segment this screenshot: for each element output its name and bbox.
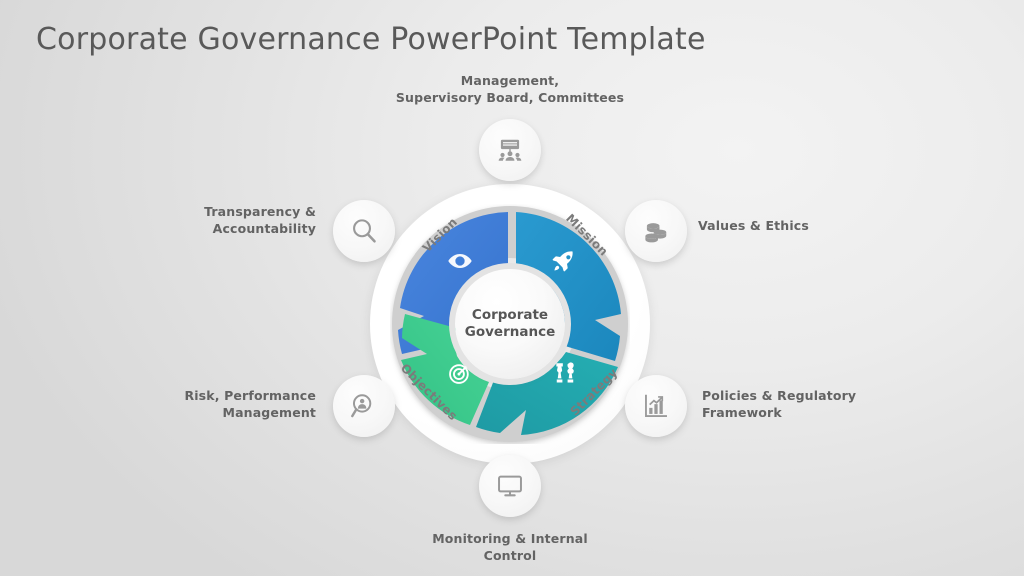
node-transparency-accountability[interactable]	[333, 200, 395, 262]
rocket-icon	[550, 248, 576, 274]
center-hub-line-1: Corporate	[471, 307, 549, 324]
target-icon	[447, 360, 473, 386]
segment-strategy-shape	[476, 352, 618, 435]
page-title: Corporate Governance PowerPoint Template	[36, 22, 706, 57]
chess-pieces-icon	[552, 360, 578, 386]
center-hub: Corporate Governance	[455, 269, 565, 379]
bar-chart-growth-icon	[642, 392, 670, 420]
node-values-ethics[interactable]	[625, 200, 687, 262]
node-label-risk-performance: Risk, Performance Management	[184, 388, 316, 420]
segment-objectives-shape	[401, 314, 489, 425]
segment-vision-shape	[398, 212, 508, 354]
center-hub-line-2: Governance	[464, 324, 556, 340]
eye-icon	[447, 248, 473, 274]
node-label-values-ethics: Values & Ethics	[698, 218, 809, 233]
segment-mission-shape	[516, 212, 621, 361]
coin-stacks-icon	[642, 217, 670, 245]
magnifier-icon	[350, 217, 378, 245]
monitor-screen-icon	[496, 472, 524, 500]
node-risk-performance[interactable]	[333, 375, 395, 437]
presentation-board-people-icon	[496, 136, 524, 164]
node-label-transparency-accountability: Transparency & Accountability	[204, 204, 316, 236]
node-monitoring-control[interactable]	[479, 455, 541, 517]
magnifier-person-icon	[350, 392, 378, 420]
node-policies-regulatory[interactable]	[625, 375, 687, 437]
node-label-policies-regulatory: Policies & Regulatory Framework	[702, 388, 857, 420]
node-management[interactable]	[479, 119, 541, 181]
center-hub-text: Corporate Governance	[465, 307, 555, 341]
node-label-management: Management, Supervisory Board, Committee…	[395, 73, 625, 105]
node-label-monitoring-control: Monitoring & Internal Control	[432, 531, 588, 563]
